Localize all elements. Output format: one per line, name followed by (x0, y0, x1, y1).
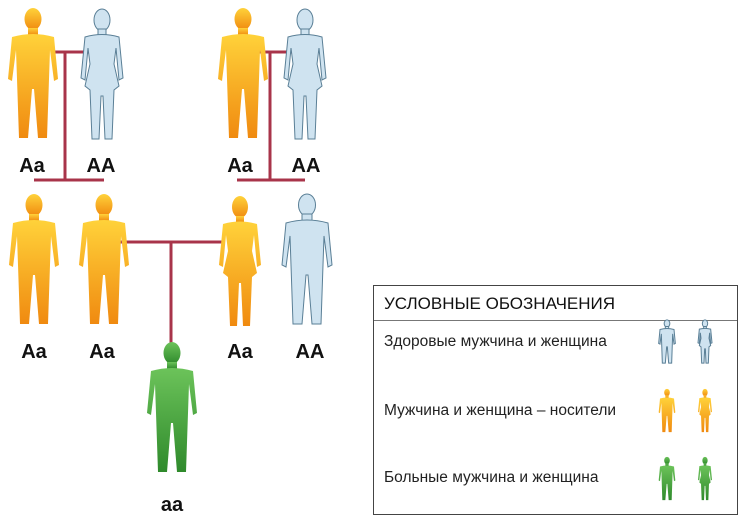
healthy-male-icon (658, 319, 676, 364)
legend-label-carrier: Мужчина и женщина – носители (384, 402, 617, 419)
connector-lines (34, 50, 305, 350)
carrier-female-icon (698, 388, 712, 433)
father-figure (79, 194, 129, 324)
legend-divider (374, 320, 737, 321)
grandfather-1-figure (8, 8, 58, 138)
genotype-gp1-female: AA (86, 155, 116, 177)
healthy-female-icon (697, 319, 713, 364)
genotype-child: aa (160, 494, 184, 516)
genotype-sibling-1: Aa (21, 341, 47, 363)
affected-male-icon (658, 456, 676, 501)
sibling-2-figure (281, 193, 333, 325)
grandfather-2-figure (218, 8, 268, 138)
grandmother-2-figure (283, 8, 327, 140)
genotype-sibling-2: AA (295, 341, 325, 363)
genotype-mother: Aa (227, 341, 253, 363)
carrier-male-icon (658, 388, 676, 433)
genotype-gp2-female: AA (291, 155, 321, 177)
legend-label-affected: Больные мужчина и женщина (384, 469, 599, 486)
genotype-gp2-male: Aa (227, 155, 253, 177)
mother-figure (219, 196, 261, 326)
sibling-1-figure (9, 194, 59, 324)
genotype-gp1-male: Aa (19, 155, 45, 177)
legend-title: УСЛОВНЫЕ ОБОЗНАЧЕНИЯ (384, 294, 616, 313)
child-figure (147, 342, 197, 472)
legend-box: УСЛОВНЫЕ ОБОЗНАЧЕНИЯ Здоровые мужчина и … (373, 285, 738, 515)
grandmother-1-figure (80, 8, 124, 140)
genotype-father: Aa (89, 341, 115, 363)
legend-label-healthy: Здоровые мужчина и женщина (384, 333, 607, 350)
affected-female-icon (698, 456, 712, 501)
